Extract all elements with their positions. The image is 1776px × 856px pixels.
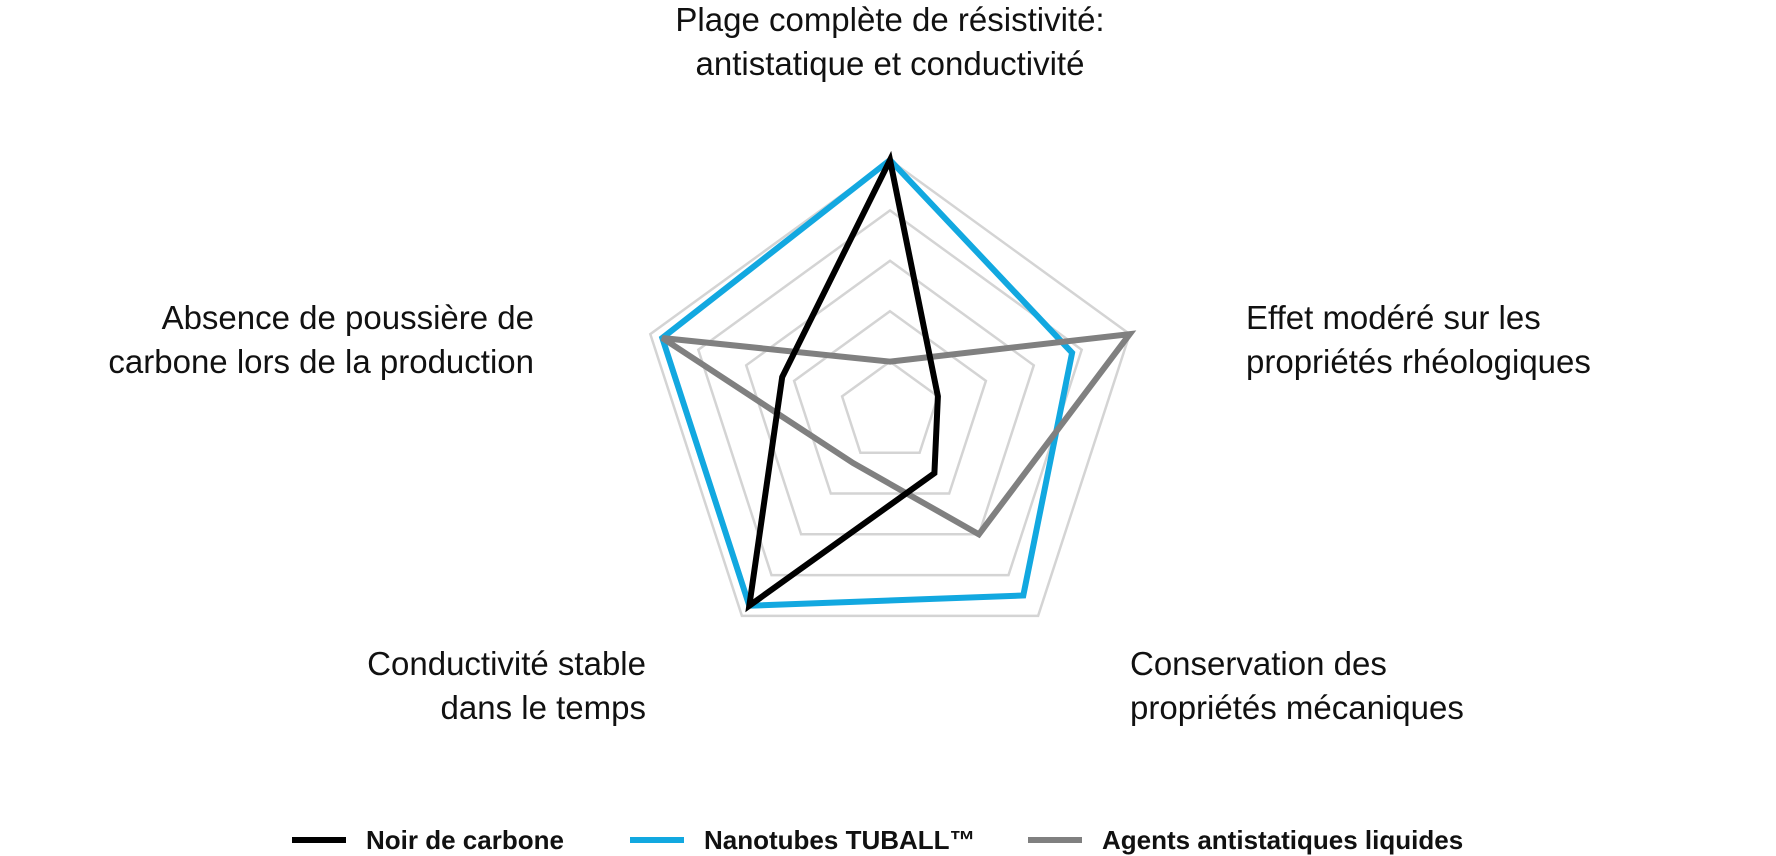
- legend-item-carbon-black: Noir de carbone: [292, 824, 564, 856]
- legend-label-carbon-black: Noir de carbone: [366, 824, 564, 855]
- legend-swatch-tuball: [630, 837, 684, 843]
- axis-label-resistivity: Plage complète de résistivité: antistati…: [675, 1, 1105, 82]
- grid-ring-2: [792, 309, 988, 495]
- series-line-agents-antistatiques-liquides: [660, 330, 1137, 539]
- axis-label-stable-conductivity: Conductivité stable dans le temps: [367, 645, 646, 726]
- series-line-noir-de-carbone: [745, 150, 941, 613]
- legend-label-liquid-antistatic: Agents antistatiques liquides: [1102, 824, 1464, 855]
- axis-label-rheology: Effet modéré sur les propriétés rhéologi…: [1246, 299, 1591, 380]
- legend-item-tuball: Nanotubes TUBALL™: [630, 824, 976, 856]
- legend: Noir de carbone Nanotubes TUBALL™ Agents…: [0, 824, 1776, 856]
- legend-label-tuball: Nanotubes TUBALL™: [704, 824, 976, 855]
- series-line-nanotubes-tuball: [658, 155, 1076, 609]
- legend-item-liquid-antistatic: Agents antistatiques liquides: [1028, 824, 1463, 856]
- radar-series: [658, 150, 1137, 613]
- grid-ring-5: [648, 158, 1132, 618]
- axis-label-carbon-dust: Absence de poussière de carbone lors de …: [108, 299, 534, 380]
- radar-grid: [648, 158, 1132, 618]
- grid-ring-1: [840, 360, 940, 455]
- axis-label-mechanical: Conservation des propriétés mécaniques: [1130, 645, 1464, 726]
- legend-swatch-liquid-antistatic: [1028, 837, 1082, 843]
- legend-swatch-carbon-black: [292, 837, 346, 843]
